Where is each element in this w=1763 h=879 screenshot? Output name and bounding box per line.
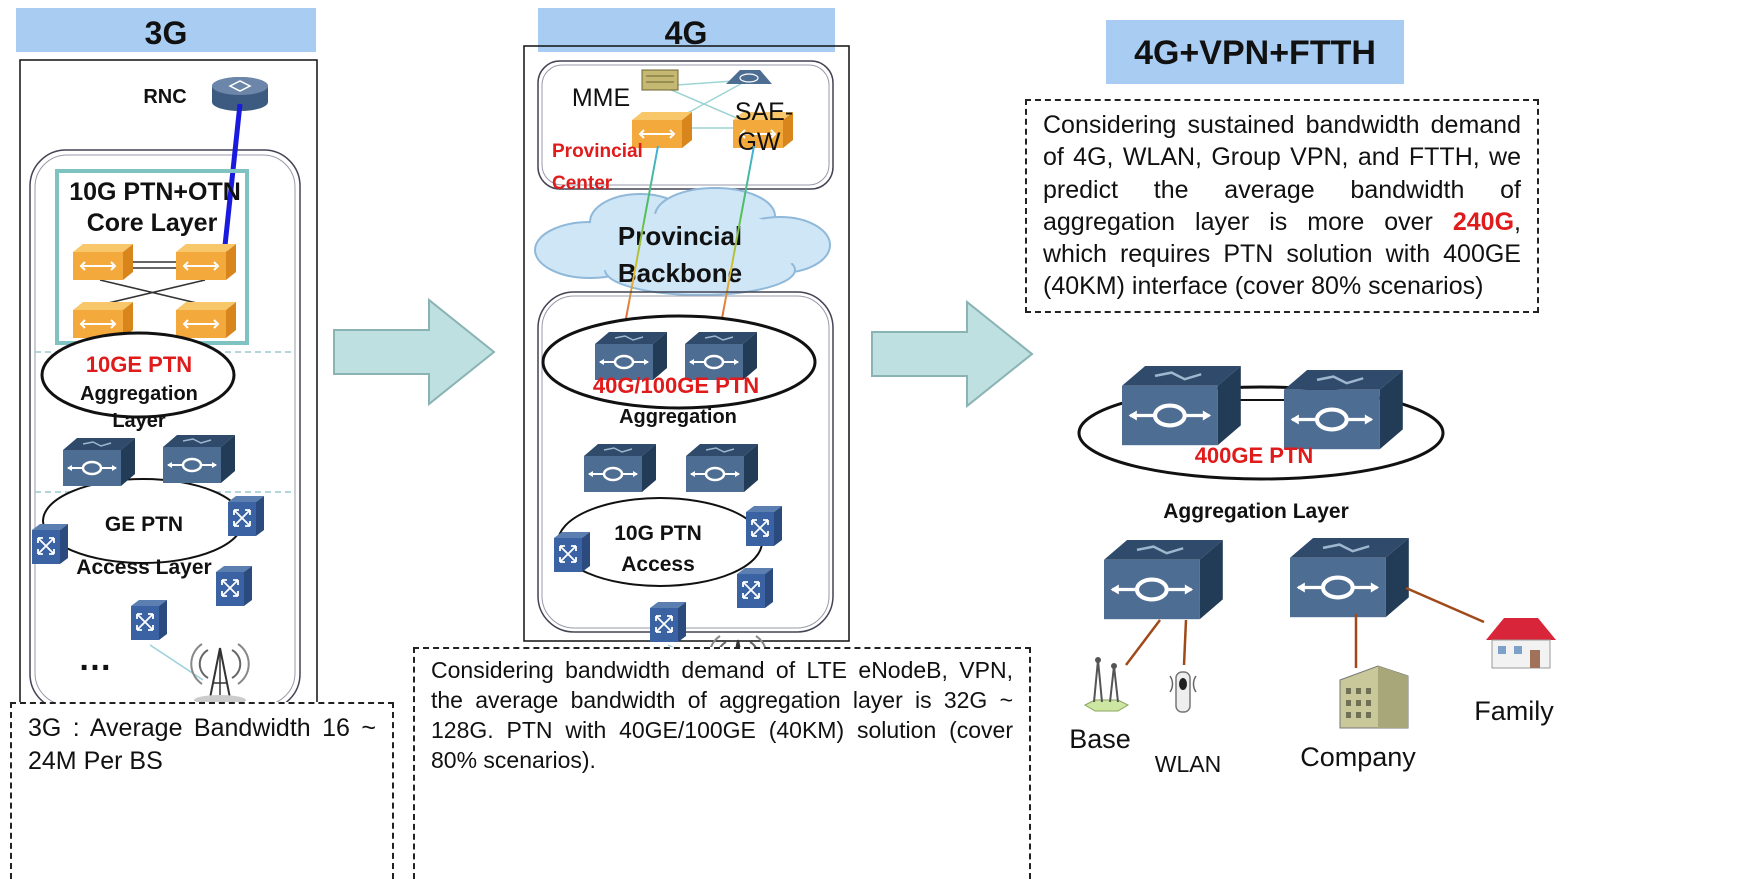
header-ftth: 4G+VPN+FTTH [1134,34,1376,72]
access-3g-label: GE PTN [105,513,183,536]
endpoint-wlan: WLAN [1155,751,1221,777]
agg-4g-label: Aggregation [619,406,737,428]
note-ftth: Considering sustained bandwidth demand o… [1025,99,1539,313]
backbone-link [717,145,755,341]
router-icon [1122,366,1241,445]
access-4g-label: 10G PTN [614,522,702,545]
endpoint-family: Family [1474,696,1554,726]
blue-access-switch-icon [215,565,253,607]
server-icon [641,69,679,91]
core-label-line1: 10G PTN+OTN [69,178,241,206]
gateway-icon [726,70,772,84]
backbone-line2: Backbone [618,258,742,288]
endpoint-company: Company [1300,742,1416,772]
note-3g-text: 3G : Average Bandwidth 16 ~ 24M Per BS [28,714,376,775]
endpoint-links [1125,586,1485,668]
note-ftth-highlight: 240G [1452,207,1515,236]
provincial-center-line2: Center [552,173,613,194]
agg-3g-label: Aggregation [80,383,198,405]
core-orange-switch-icon [72,243,134,281]
note-4g-text: Considering bandwidth demand of LTE eNod… [431,657,1013,773]
arrow-right-icon [333,299,495,405]
header-3g-bg [16,8,316,52]
header-4g-bg [538,8,835,52]
rnc-link-line [221,103,243,256]
provincial-center-line1: Provincial [552,141,643,162]
backbone-link [621,145,659,341]
header-ftth-bg [1106,20,1404,84]
rnc-router-icon [212,77,268,111]
note-ftth-text: Considering sustained bandwidth demand o… [1043,109,1521,303]
note-ftth-part1: Considering sustained bandwidth demand o… [1043,111,1521,236]
router-icon [1104,540,1223,619]
blue-access-switch-icon [649,601,687,643]
arrow-right-icon [871,301,1033,407]
cloud-icon [534,187,831,296]
wlan-ap-icon [1169,671,1197,713]
blue-access-switch-icon [553,531,591,573]
core-label-line2: Core Layer [87,209,218,237]
access-4g-label2: Access [621,553,695,576]
panel-4g-frame [523,45,850,642]
core-site-box-inner [541,64,830,186]
note-ftth-part2: , which requires PTN solution with 400GE… [1043,207,1521,301]
core-orange-switch-icon [175,243,237,281]
saegw-label-line1: SAE- [735,98,793,126]
note-4g: Considering bandwidth demand of LTE eNod… [413,647,1031,879]
rnc-label: RNC [143,86,186,108]
ftth-red-label: 400GE PTN [1195,443,1314,468]
saegw-label-line2: GW [737,128,780,156]
mme-label: MME [572,84,630,112]
blue-access-switch-icon [745,505,783,547]
header-4g: 4G [665,15,708,51]
note-3g: 3G : Average Bandwidth 16 ~ 24M Per BS [10,702,394,879]
house-icon [1486,618,1556,669]
agg-layer-label-ftth: Aggregation Layer [1163,500,1349,523]
router-icon [582,442,658,494]
header-3g: 3G [145,15,188,51]
router-icon [684,442,760,494]
aggregation-ring-3g [40,331,236,419]
core-orange-switch-icon [175,301,237,339]
access-3g-layer-label: Access Layer [76,556,211,579]
building-icon [1339,665,1409,729]
blue-access-switch-icon [31,523,69,565]
antenna-tower-icon [190,643,250,706]
router-icon [161,433,237,485]
agg-4g-red-label: 40G/100GE PTN [593,373,759,398]
router-icon [1290,538,1409,617]
router-icon [1284,370,1403,449]
core-site-box [537,60,834,190]
blue-access-switch-icon [227,495,265,537]
base-station-icon [1083,657,1130,712]
blue-access-switch-icon [130,599,168,641]
backbone-line1: Provincial [618,221,742,251]
core-mesh-links [99,261,206,306]
endpoint-base: Base [1069,724,1131,754]
ellipsis-3g: … [78,640,112,678]
blue-access-switch-icon [736,567,774,609]
router-icon [61,436,137,488]
agg-3g-layer-label: Layer [112,410,166,432]
agg-3g-red-label: 10GE PTN [86,352,192,377]
